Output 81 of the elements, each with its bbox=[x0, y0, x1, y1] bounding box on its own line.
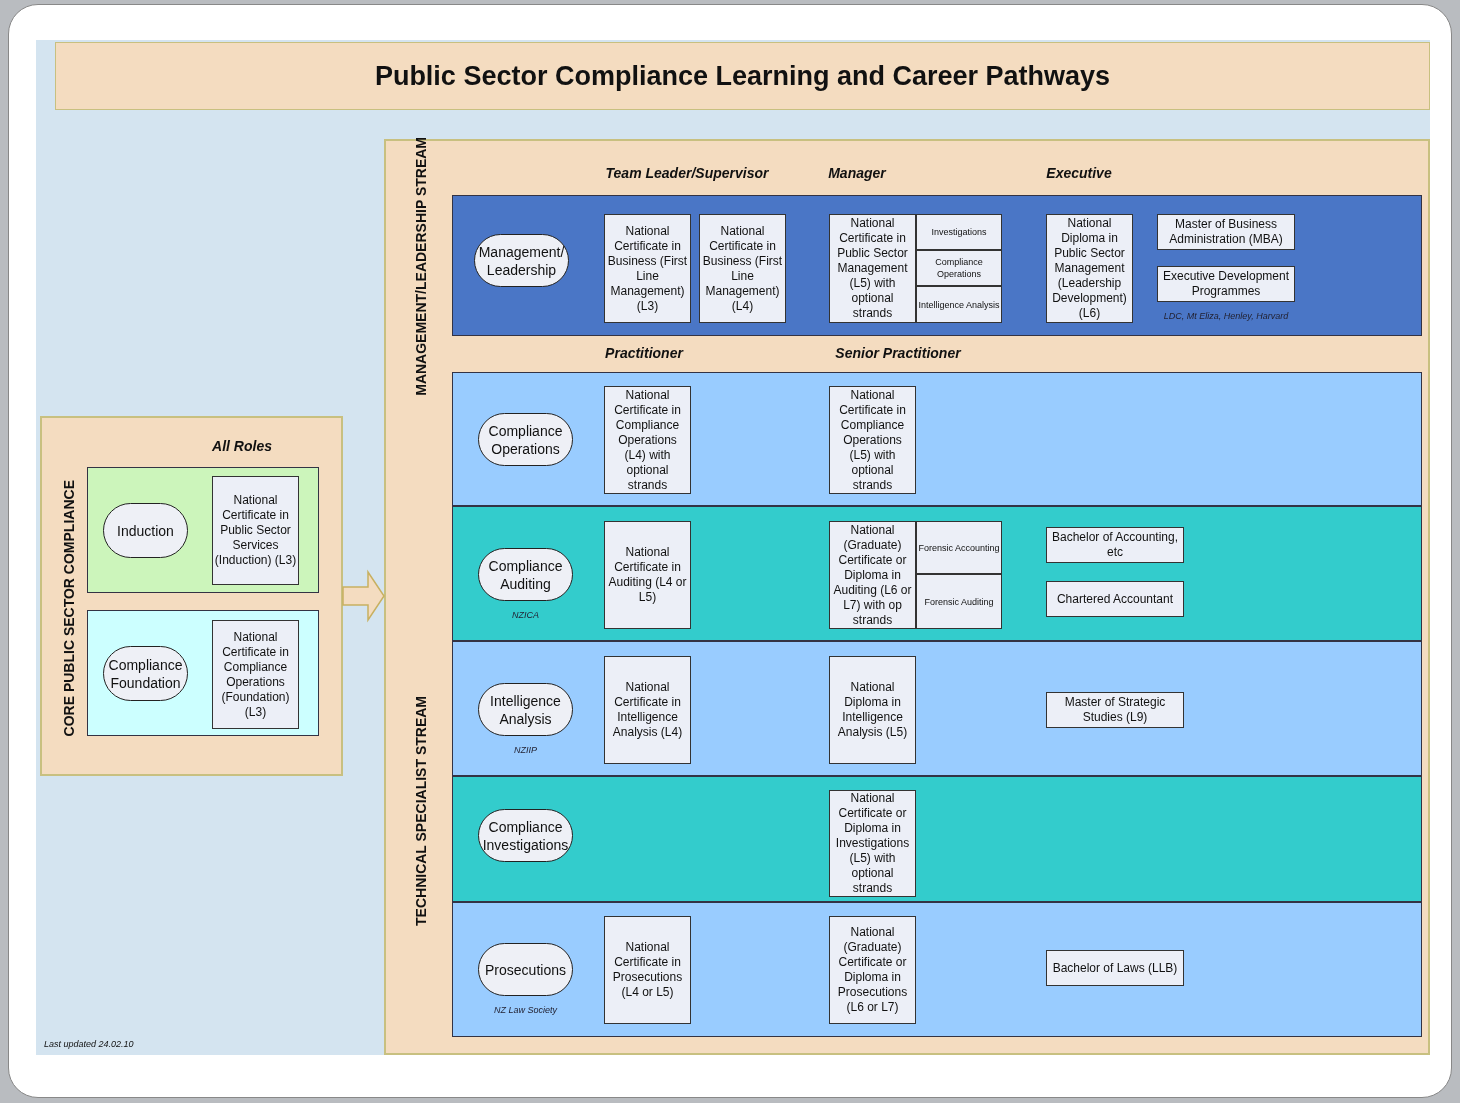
footnote: Last updated 24.02.10 bbox=[44, 1039, 134, 1049]
role-name: Compliance Operations bbox=[487, 421, 564, 458]
stream-title: CORE PUBLIC SECTOR COMPLIANCE bbox=[61, 479, 77, 737]
qualification-box bbox=[604, 214, 691, 323]
column-heading: All Roles bbox=[212, 438, 272, 454]
qualification-name: National (Graduate) Certificate or Diploma in Prosecutions (L6 or L7) bbox=[836, 925, 909, 1015]
qualification-box bbox=[1046, 950, 1184, 986]
role-name: Compliance Auditing bbox=[487, 556, 564, 593]
qualification-name: Master of Business Administration (MBA) bbox=[1168, 217, 1284, 247]
qualification-name: National Certificate in Public Sector Services (Induction) (L3) bbox=[213, 493, 298, 568]
role-name: Induction bbox=[116, 521, 175, 540]
body-note: NZICA bbox=[512, 610, 539, 620]
stream-panel bbox=[40, 416, 343, 776]
qualification-name: National Certificate or Diploma in Investigations (L5) with optional strands bbox=[834, 791, 911, 896]
qualification-name: National Certificate in Compliance Operations (Foundation) (L3) bbox=[220, 629, 291, 720]
stream-panel bbox=[384, 139, 1430, 1055]
column-heading: Manager bbox=[828, 165, 886, 181]
qualification-name: Compliance Operations bbox=[934, 256, 984, 280]
qualification-name: National Certificate in Business (First Line Management) (L4) bbox=[701, 223, 784, 314]
column-heading: Executive bbox=[1046, 165, 1112, 181]
stream-band bbox=[87, 610, 319, 736]
column-heading: Practitioner bbox=[605, 345, 683, 361]
qualification-box bbox=[604, 916, 691, 1024]
stream-band bbox=[87, 467, 319, 593]
stream-band bbox=[452, 372, 1422, 506]
qualification-box bbox=[604, 521, 691, 629]
qualification-box bbox=[829, 656, 916, 764]
block-arrow bbox=[342, 569, 385, 623]
qualification-name: National Certificate in Auditing (L4 or L5) bbox=[607, 545, 688, 605]
qualification-name: Bachelor of Accounting, etc bbox=[1050, 530, 1180, 560]
qualification-box bbox=[212, 476, 299, 585]
stream-band bbox=[452, 776, 1422, 902]
body-note: LDC, Mt Eliza, Henley, Harvard bbox=[1163, 311, 1289, 321]
qualification-box bbox=[1046, 692, 1184, 728]
role-name: Prosecutions bbox=[484, 960, 567, 979]
qualification-name: National (Graduate) Certificate or Diploma in Auditing (L6 or L7) with op strands bbox=[832, 522, 913, 628]
qualification-box bbox=[1046, 581, 1184, 617]
qualification-name: National Certificate in Compliance Operations (L4) with optional strands bbox=[613, 387, 682, 493]
role-name: Management/ Leadership bbox=[477, 242, 566, 279]
qualification-name: National Certificate in Business (First Line Management) (L3) bbox=[606, 223, 689, 314]
role-name: Compliance Foundation bbox=[107, 655, 184, 692]
qualification-box bbox=[604, 656, 691, 764]
qualification-box bbox=[1157, 214, 1295, 250]
stream-band bbox=[452, 641, 1422, 776]
qualification-name: Master of Strategic Studies (L9) bbox=[1063, 695, 1167, 725]
strand-box bbox=[916, 214, 1002, 250]
qualification-box bbox=[604, 386, 691, 494]
qualification-name: Chartered Accountant bbox=[1055, 591, 1175, 607]
qualification-box bbox=[829, 916, 916, 1024]
qualification-name: National Diploma in Public Sector Management (Leadership Development) (L6) bbox=[1051, 216, 1128, 321]
stream-title: TECHNICAL SPECIALIST STREAM bbox=[413, 696, 429, 926]
strand-box bbox=[916, 574, 1002, 629]
title: Public Sector Compliance Learning and Career Pathways bbox=[374, 60, 1111, 92]
qualification-box bbox=[829, 386, 916, 494]
qualification-name: National Certificate in Public Sector Management (L5) with optional strands bbox=[836, 216, 909, 321]
qualification-name: National Certificate in Compliance Operations (L5) with optional strands bbox=[838, 387, 907, 493]
role-name: Compliance Investigations bbox=[481, 817, 570, 854]
qualification-box bbox=[699, 214, 786, 323]
body-note: NZIIP bbox=[514, 745, 537, 755]
strand-box bbox=[916, 286, 1002, 323]
stream-band bbox=[452, 506, 1422, 641]
qualification-name: National Certificate in Prosecutions (L4 or L5) bbox=[611, 940, 684, 1000]
body-note: NZ Law Society bbox=[494, 1005, 557, 1015]
qualification-name: Forensic Accounting bbox=[917, 541, 1001, 554]
qualification-box bbox=[212, 620, 299, 729]
strand-box bbox=[916, 521, 1002, 574]
qualification-name: Forensic Auditing bbox=[923, 595, 995, 608]
qualification-name: National Diploma in Intelligence Analysis (L5) bbox=[836, 680, 909, 740]
qualification-name: Intelligence Analysis bbox=[917, 298, 1001, 311]
stream-band bbox=[452, 902, 1422, 1037]
qualification-name: Bachelor of Laws (LLB) bbox=[1051, 960, 1179, 976]
role-name: Intelligence Analysis bbox=[489, 691, 562, 728]
column-heading: Team Leader/Supervisor bbox=[605, 165, 769, 181]
qualification-name: Executive Development Programmes bbox=[1161, 269, 1291, 299]
stream-title: MANAGEMENT/LEADERSHIP STREAM bbox=[413, 136, 429, 396]
qualification-name: Investigations bbox=[930, 226, 988, 238]
qualification-name: National Certificate in Intelligence Analysis (L4) bbox=[611, 680, 684, 740]
strand-box bbox=[916, 250, 1002, 286]
qualification-box bbox=[829, 214, 916, 323]
stream-band bbox=[452, 195, 1422, 336]
column-heading: Senior Practitioner bbox=[835, 345, 961, 361]
